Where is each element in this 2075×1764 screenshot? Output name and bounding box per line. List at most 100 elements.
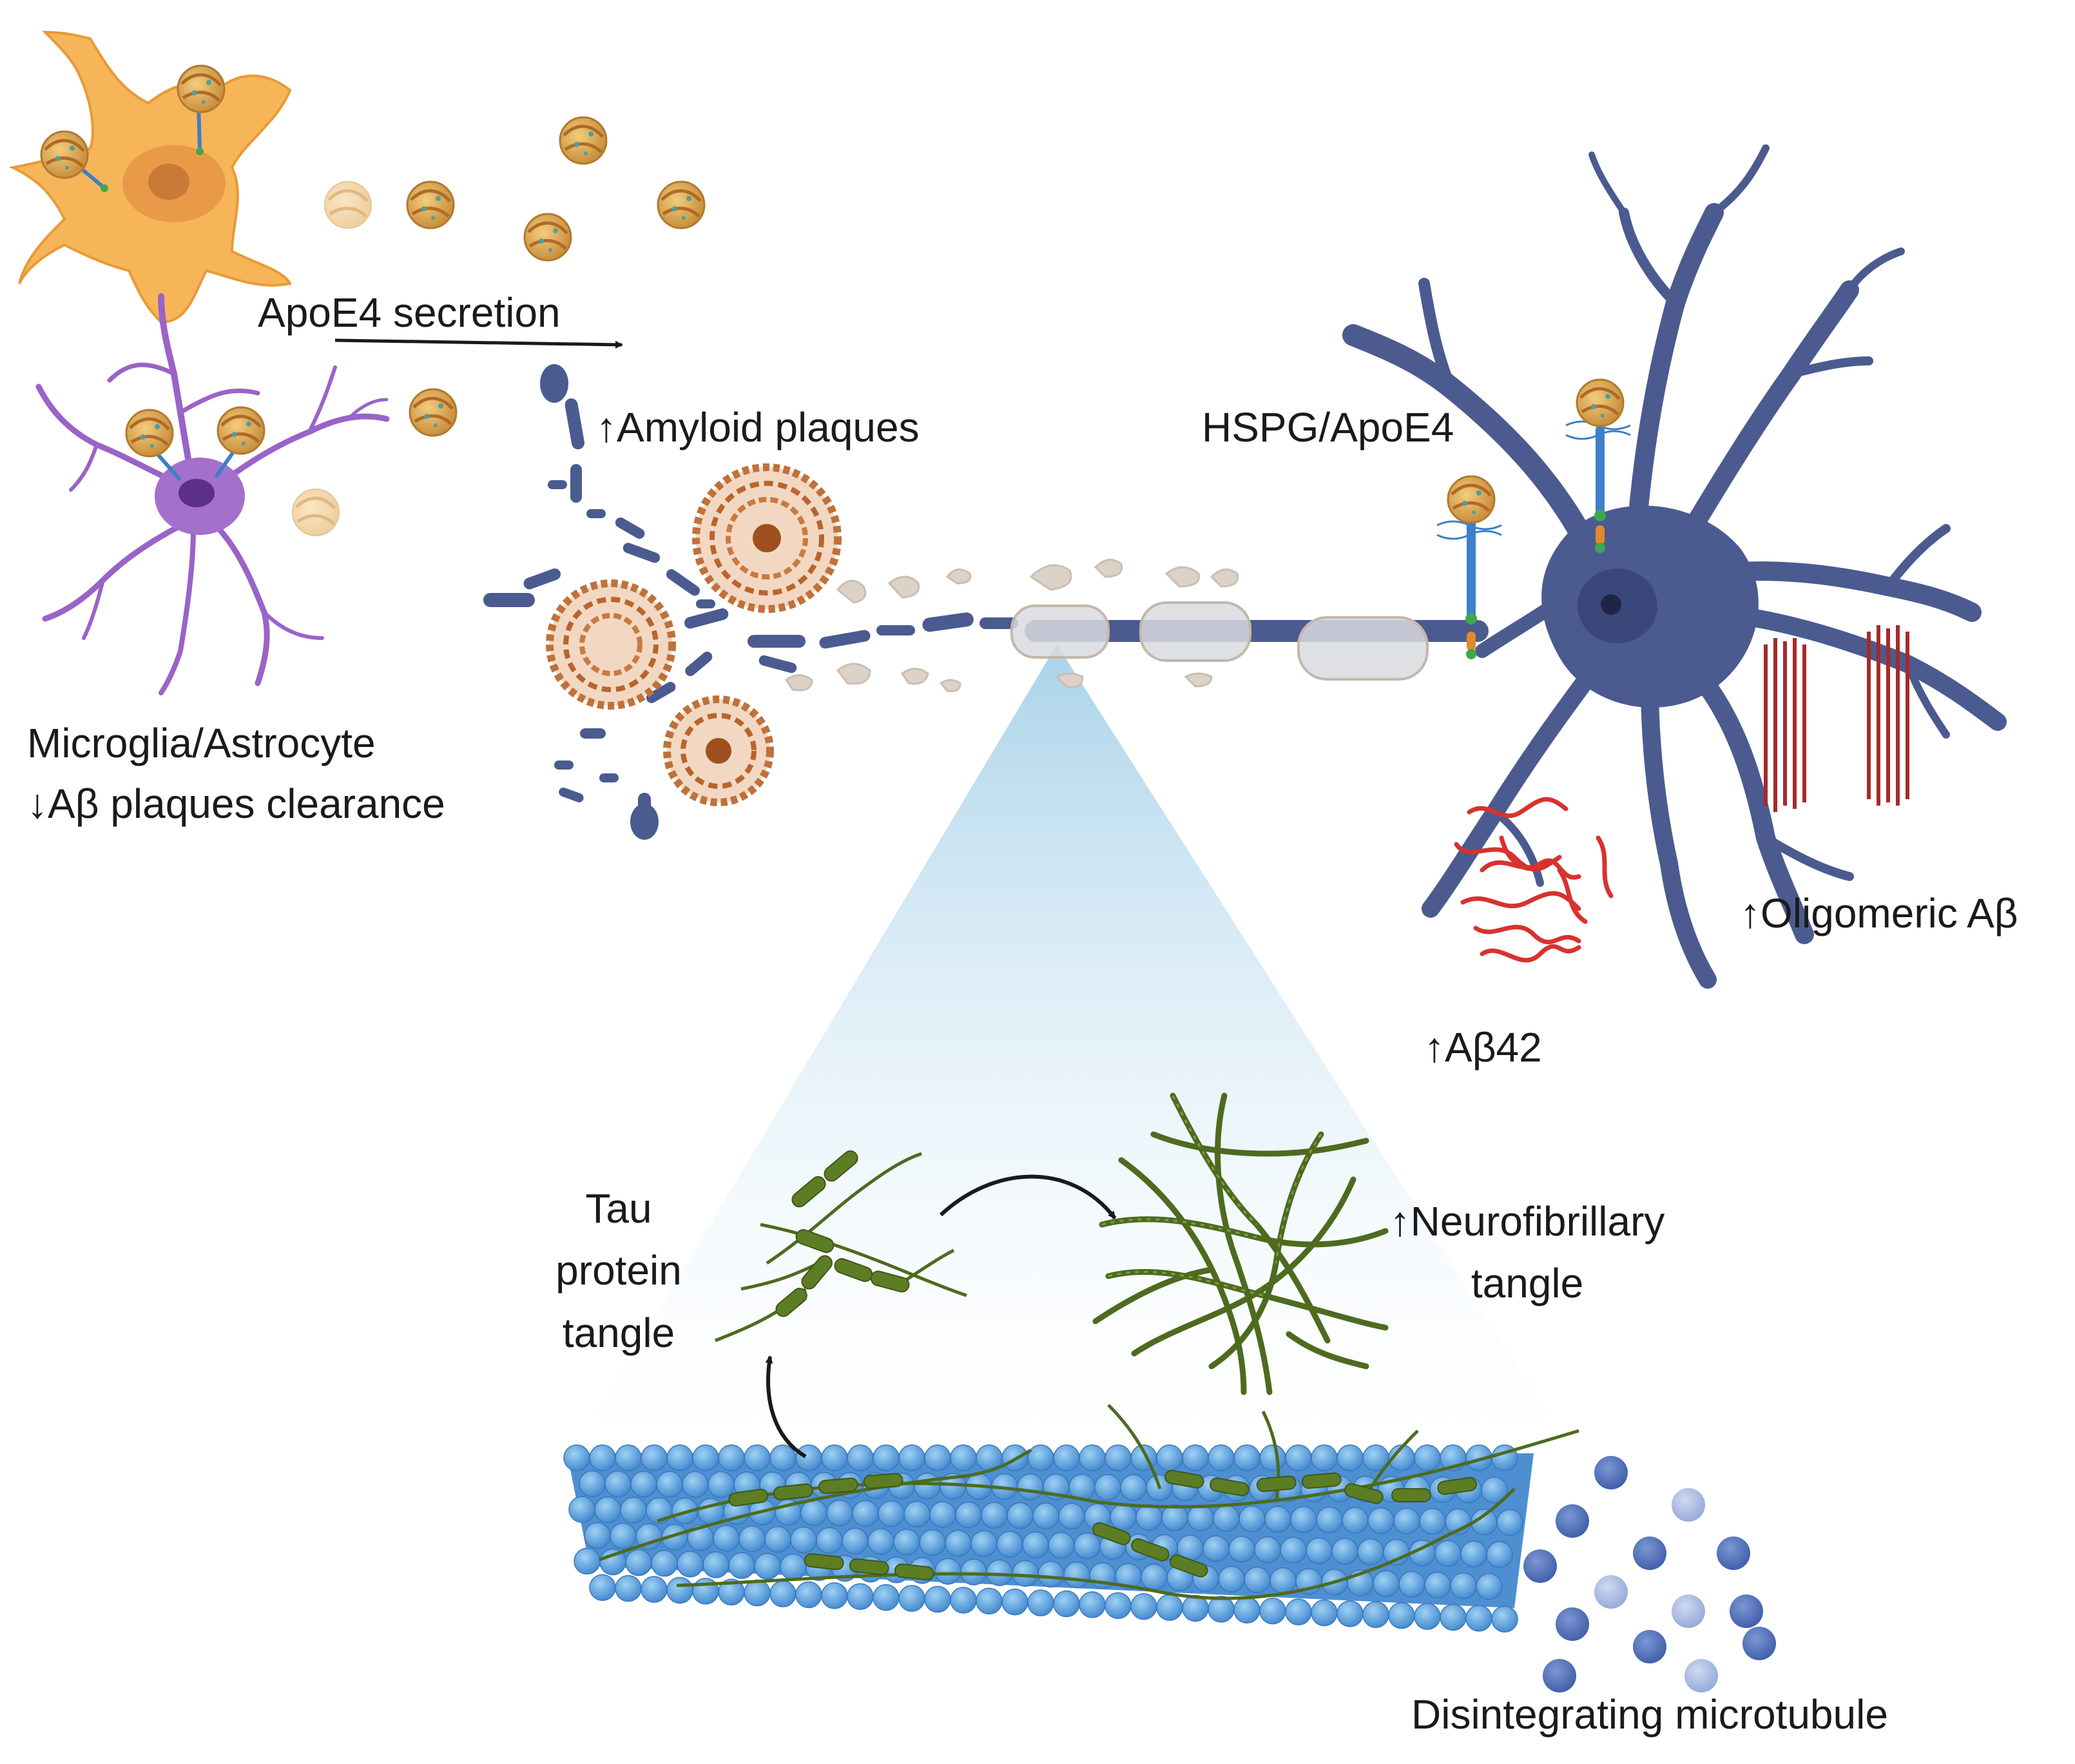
tau-tangle-icon — [715, 1150, 967, 1342]
arrow-icon — [939, 1174, 1117, 1219]
tubulin-subunit — [934, 1558, 961, 1585]
tubulin-subunit — [1264, 1506, 1291, 1533]
label-tau-protein-tangle: Tau protein tangle — [554, 1186, 683, 1356]
tubulin-subunit — [1285, 1444, 1312, 1471]
hspg-receptor — [1436, 516, 1502, 659]
tubulin-subunit — [821, 1444, 848, 1471]
tubulin-subunit — [1120, 1474, 1147, 1501]
tubulin-subunit — [970, 1530, 998, 1557]
axon-fragment-icon — [784, 559, 1239, 692]
apoe4-particle-icon — [1448, 476, 1494, 523]
tubulin-subunit — [1038, 1560, 1065, 1588]
tubulin-subunit — [1419, 1507, 1446, 1535]
tubulin-subunit — [579, 1470, 606, 1497]
tubulin-subunit — [1316, 1506, 1343, 1534]
ab42-fibril-icon — [1454, 797, 1614, 963]
tubulin-subunit — [950, 1444, 977, 1471]
tubulin-subunit — [1424, 1571, 1451, 1599]
label-oligomeric-ab: ↑Oligomeric Aβ — [1740, 890, 2018, 936]
label-tau-line-3: tangle — [562, 1309, 675, 1356]
tubulin-subunit — [1130, 1593, 1157, 1620]
label-disintegrating-microtubule: Disintegrating microtubule — [1411, 1691, 1888, 1738]
microglia-icon — [35, 293, 390, 695]
tubulin-subunit — [744, 1579, 771, 1607]
oligomeric-ab-icon — [1764, 625, 1909, 812]
tubulin-subunit — [594, 1496, 621, 1524]
tubulin-subunit — [754, 1553, 781, 1580]
tubulin-subunit — [893, 1528, 920, 1556]
amyloid-plaque-icon — [663, 695, 774, 806]
tubulin-subunit — [744, 1444, 771, 1471]
tubulin-subunit — [1202, 1535, 1230, 1562]
tubulin-subunit — [1187, 1504, 1214, 1532]
apoe4-particle-icon — [218, 407, 264, 454]
apoe4-particle-icon — [407, 182, 454, 228]
tubulin-subunit — [1161, 1504, 1188, 1531]
label-tau-line-2: protein — [555, 1247, 682, 1294]
tubulin-subunit — [1414, 1603, 1441, 1630]
tubulin-subunit — [1233, 1596, 1260, 1623]
tubulin-subunit — [1105, 1592, 1132, 1619]
tubulin-subunit — [976, 1587, 1003, 1614]
tubulin-subunit — [1239, 1505, 1266, 1533]
tubulin-subunit — [1244, 1566, 1271, 1594]
tubulin-subunit — [1342, 1507, 1369, 1534]
tubulin-subunit — [945, 1529, 972, 1557]
tubulin-subunit — [615, 1444, 642, 1471]
tubulin-subunit — [1094, 1473, 1121, 1501]
tubulin-subunit — [682, 1471, 709, 1498]
tubulin-subunit — [1280, 1536, 1307, 1564]
tubulin-subunit — [816, 1527, 843, 1554]
tubulin-subunit — [769, 1580, 796, 1607]
hspg-receptor — [1565, 420, 1631, 553]
tubulin-subunit — [790, 1526, 817, 1554]
tubulin-subunit — [826, 1499, 853, 1527]
tubulin-subunit — [996, 1531, 1023, 1558]
tubulin-subunit — [821, 1582, 848, 1609]
tubulin-subunit — [847, 1444, 874, 1471]
tubulin-subunit — [641, 1444, 668, 1471]
tubulin-subunit — [898, 1585, 925, 1612]
tubulin-subunit — [1269, 1567, 1297, 1594]
tubulin-subunit — [847, 1583, 874, 1610]
tau-tangle-icon — [728, 1469, 1477, 1581]
tubulin-subunit — [1434, 1540, 1462, 1567]
tubulin-subunit — [769, 1444, 796, 1471]
label-hspg-apoe4: HSPG/ApoE4 — [1202, 404, 1454, 451]
apoe4-particle-icon — [1577, 380, 1623, 426]
tubulin-subunit — [1027, 1444, 1054, 1471]
tubulin-subunit — [1373, 1570, 1400, 1597]
tubulin-subunit — [1440, 1604, 1467, 1631]
tubulin-subunit — [604, 1470, 632, 1498]
tubulin-subunit — [981, 1502, 1008, 1529]
tubulin-subunit — [1337, 1600, 1364, 1627]
tubulin-subunit — [852, 1500, 879, 1527]
tubulin-subunit — [1156, 1594, 1183, 1621]
tubulin-subunit — [1357, 1538, 1384, 1565]
tubulin-subunit — [1311, 1599, 1338, 1627]
neurofibrillary-tangle-icon — [1101, 1095, 1322, 1297]
tubulin-subunit — [1259, 1444, 1286, 1471]
tubulin-subunit — [630, 1470, 657, 1498]
tubulin-subunit — [615, 1575, 642, 1602]
tubulin-subunit — [1367, 1507, 1395, 1535]
tubulin-subunit — [1079, 1591, 1106, 1618]
tubulin-subunit — [1388, 1602, 1415, 1629]
tubulin-subunit — [1017, 1473, 1044, 1500]
tubulin-subunit — [898, 1444, 925, 1471]
tubulin-subunit — [873, 1584, 900, 1611]
axon-fragment-icon — [483, 364, 1018, 840]
tubulin-subunit — [1496, 1509, 1523, 1536]
apoe4-particle-icon — [293, 489, 339, 536]
tubulin-subunit — [914, 1473, 941, 1500]
tubulin-subunit — [1311, 1444, 1338, 1471]
tubulin-subunit — [1032, 1502, 1059, 1529]
tubulin-subunit — [1218, 1565, 1245, 1593]
tubulin-subunit — [718, 1444, 745, 1471]
tubulin-subunit — [1228, 1535, 1255, 1563]
tubulin-subunit — [1486, 1541, 1513, 1568]
tubulin-subunit — [1476, 1573, 1503, 1600]
tubulin-subunit — [713, 1525, 740, 1552]
tubulin-subunit — [1233, 1444, 1260, 1471]
amyloid-plaque-icon — [692, 463, 842, 613]
